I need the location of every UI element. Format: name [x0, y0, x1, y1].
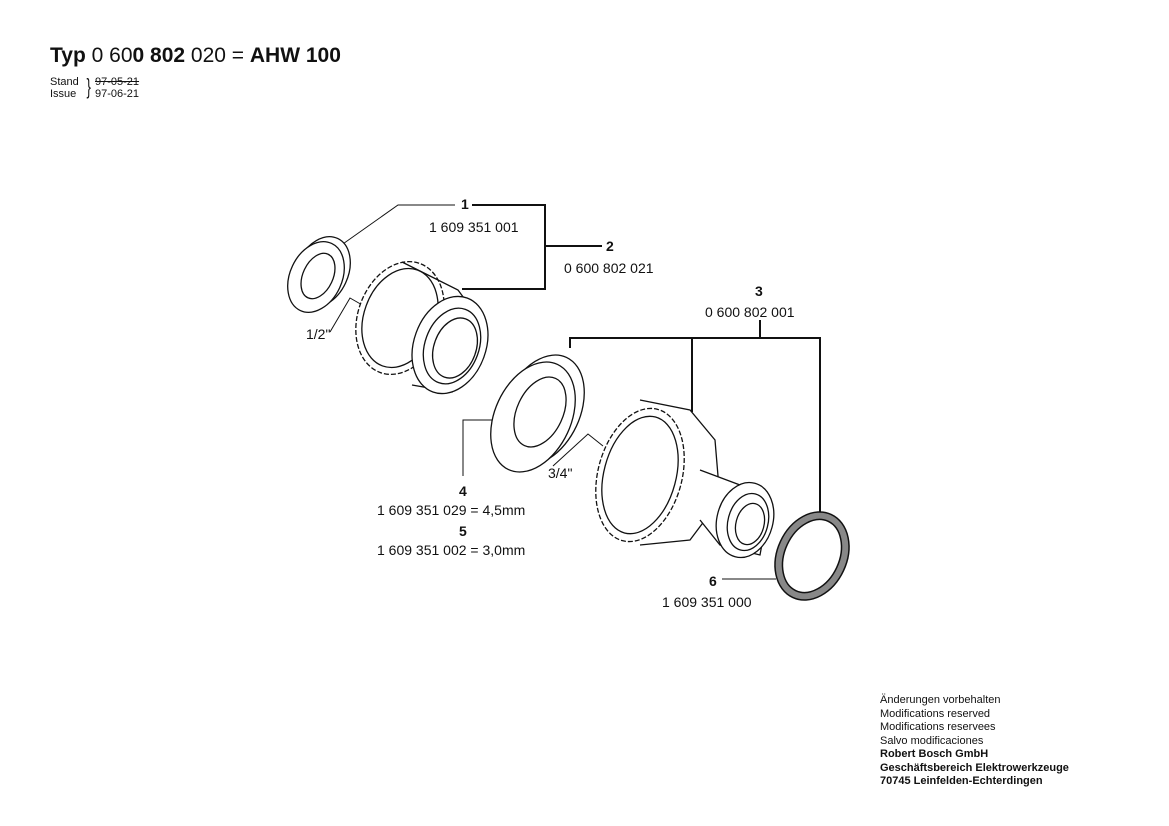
type-number-c: 020 = — [185, 44, 245, 67]
notice-es: Salvo modificaciones — [880, 734, 984, 747]
part-2-code: 0 600 802 021 — [564, 260, 654, 276]
company-division: Geschäftsbereich Elektrowerkzeuge — [880, 761, 1069, 774]
notice-de: Änderungen vorbehalten — [880, 694, 1001, 706]
type-number-a: 0 60 — [91, 44, 133, 67]
part-6-number: 6 — [709, 573, 717, 589]
company-address: 70745 Leinfelden-Echterdingen — [880, 775, 1043, 787]
stand-label: Stand — [50, 76, 79, 88]
connector-part-3 — [595, 399, 775, 559]
notice-fr: Modifications reservees — [880, 721, 996, 733]
issue-label: Issue — [50, 88, 77, 100]
part-1-number: 1 — [461, 196, 469, 212]
issue-date: 97-06-21 — [95, 88, 140, 100]
thread-size-half-inch: 1/2" — [306, 326, 331, 342]
footer-notice: Änderungen vorbehalten Modifications res… — [880, 694, 1069, 789]
thread-size-three-quarter-inch: 3/4" — [548, 465, 573, 481]
bracket-lines — [462, 204, 821, 512]
part-4-number: 4 — [459, 483, 467, 499]
part-6-code: 1 609 351 000 — [662, 594, 752, 610]
part-5-number: 5 — [459, 523, 467, 539]
part-1-code: 1 609 351 001 — [429, 219, 519, 235]
page-title: Typ 0 600 802 020 = AHW 100 — [50, 44, 341, 68]
stand-date: 97-05-21 — [95, 76, 140, 88]
type-number-b: 0 802 — [132, 44, 186, 67]
typ-label: Typ — [50, 44, 86, 67]
connector-part-2 — [355, 260, 489, 395]
washer-part-1 — [287, 236, 351, 313]
part-5-code: 1 609 351 002 = 3,0mm — [377, 542, 526, 558]
company-name: Robert Bosch GmbH — [880, 748, 989, 760]
brace-icon: } — [86, 74, 91, 99]
model-name: AHW 100 — [249, 44, 341, 67]
part-3-code: 0 600 802 001 — [705, 304, 795, 320]
washer-part-4-5 — [490, 354, 585, 473]
part-4-code: 1 609 351 029 = 4,5mm — [377, 502, 526, 518]
notice-en: Modifications reserved — [880, 707, 991, 720]
part-3-number: 3 — [755, 283, 763, 299]
leader-lines — [329, 204, 776, 580]
o-ring-part-6 — [774, 511, 850, 601]
part-2-number: 2 — [606, 238, 614, 254]
